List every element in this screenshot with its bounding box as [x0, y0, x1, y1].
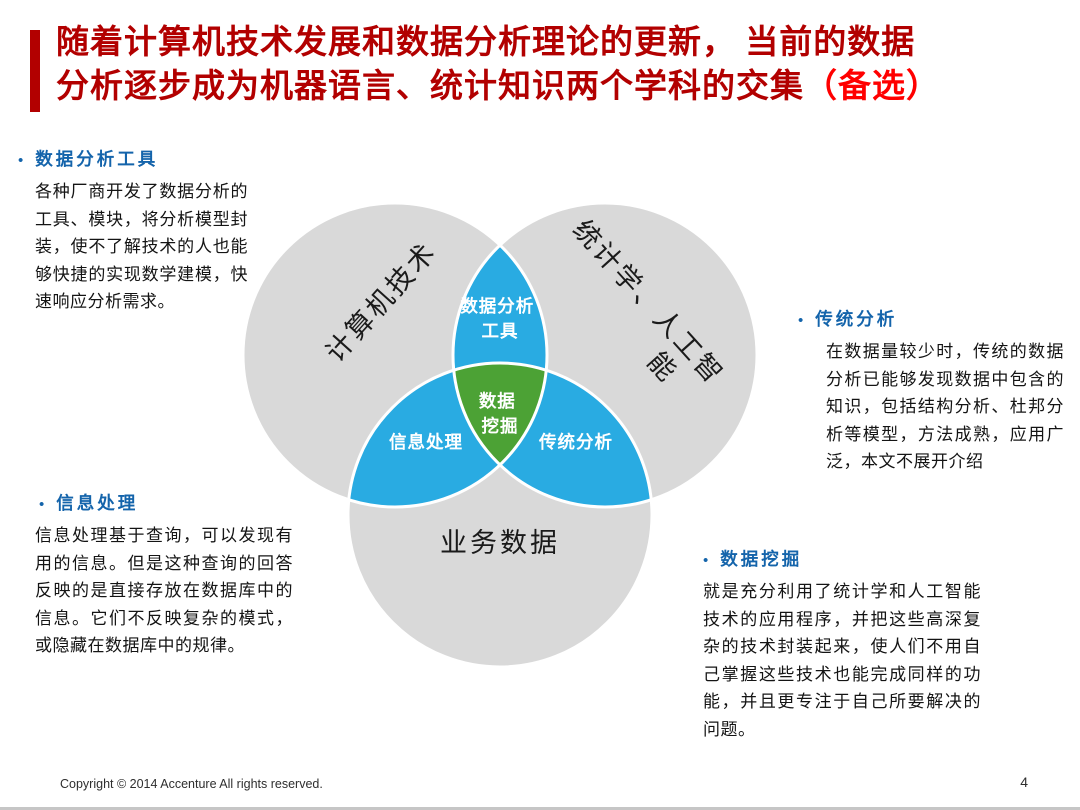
label-data-mining: 数据 挖掘	[479, 391, 521, 436]
venn-diagram: 计算机技术 统计学、人工智 能 业务数据 数据分析 工具 数据 挖掘 信息处理 …	[241, 201, 759, 669]
annotation-body: 信息处理基于查询，可以发现有用的信息。但是这种查询的回答反映的是直接存放在数据库…	[35, 526, 293, 656]
title-line-1: 随着计算机技术发展和数据分析理论的更新， 当前的数据	[56, 25, 916, 61]
annotation-data-analysis-tools: • 数据分析工具 各种厂商开发了数据分析的工具、模块，将分析模型封装，使不了解技…	[18, 146, 250, 316]
bullet-marker: •	[798, 313, 804, 329]
title-line-2: 分析逐步成为机器语言、统计知识两个学科的交集	[56, 68, 804, 105]
slide-title: 随着计算机技术发展和数据分析理论的更新， 当前的数据分析逐步成为机器语言、统计知…	[56, 22, 1061, 109]
circle-outline-computer	[241, 201, 549, 509]
bullet-marker: •	[39, 497, 45, 513]
title-highlight: （备选）	[804, 68, 940, 105]
annotation-title: 数据分析工具	[35, 149, 159, 169]
title-accent-bar	[30, 30, 40, 112]
annotation-title: 传统分析	[815, 309, 898, 329]
annotation-title: 信息处理	[56, 493, 139, 513]
circle-outline-statistics	[451, 201, 759, 509]
annotation-body: 在数据量较少时，传统的数据分析已能够发现数据中包含的知识，包括结构分析、杜邦分析…	[826, 342, 1064, 472]
annotation-header: • 数据挖掘	[703, 546, 983, 571]
label-data-mining-line1: 数据	[479, 391, 516, 411]
annotation-body: 就是充分利用了统计学和人工智能技术的应用程序，并把这些高深复杂的技术封装起来，使…	[703, 582, 981, 739]
footer-copyright: Copyright © 2014 Accenture All rights re…	[60, 777, 323, 791]
bullet-marker: •	[18, 153, 24, 169]
annotation-body: 各种厂商开发了数据分析的工具、模块，将分析模型封装，使不了解技术的人也能够快捷的…	[35, 182, 248, 312]
label-information-processing: 信息处理	[389, 432, 463, 452]
overlap-bottom-left-lens	[348, 363, 547, 507]
page-number: 4	[1020, 774, 1028, 790]
annotation-header: • 信息处理	[35, 490, 295, 515]
label-data-mining-line2: 挖掘	[482, 416, 519, 436]
annotation-header: • 传统分析	[798, 306, 1066, 331]
label-data-analysis-tools: 数据分析 工具	[460, 296, 539, 341]
annotation-title: 数据挖掘	[720, 549, 803, 569]
bottom-edge-line	[0, 807, 1080, 810]
label-traditional-analysis: 传统分析	[538, 432, 613, 452]
annotation-header: • 数据分析工具	[18, 146, 250, 171]
circle-outline-business	[346, 361, 654, 669]
label-data-analysis-tools-line1: 数据分析	[460, 296, 534, 316]
bullet-marker: •	[703, 553, 709, 569]
annotation-data-mining: • 数据挖掘 就是充分利用了统计学和人工智能技术的应用程序，并把这些高深复杂的技…	[703, 546, 983, 743]
label-data-analysis-tools-line2: 工具	[482, 321, 519, 341]
label-business-data: 业务数据	[440, 528, 560, 558]
overlap-bottom-right-lens	[453, 363, 652, 507]
annotation-information-processing: • 信息处理 信息处理基于查询，可以发现有用的信息。但是这种查询的回答反映的是直…	[35, 490, 295, 660]
annotation-traditional-analysis: • 传统分析 在数据量较少时，传统的数据分析已能够发现数据中包含的知识，包括结构…	[798, 306, 1066, 476]
